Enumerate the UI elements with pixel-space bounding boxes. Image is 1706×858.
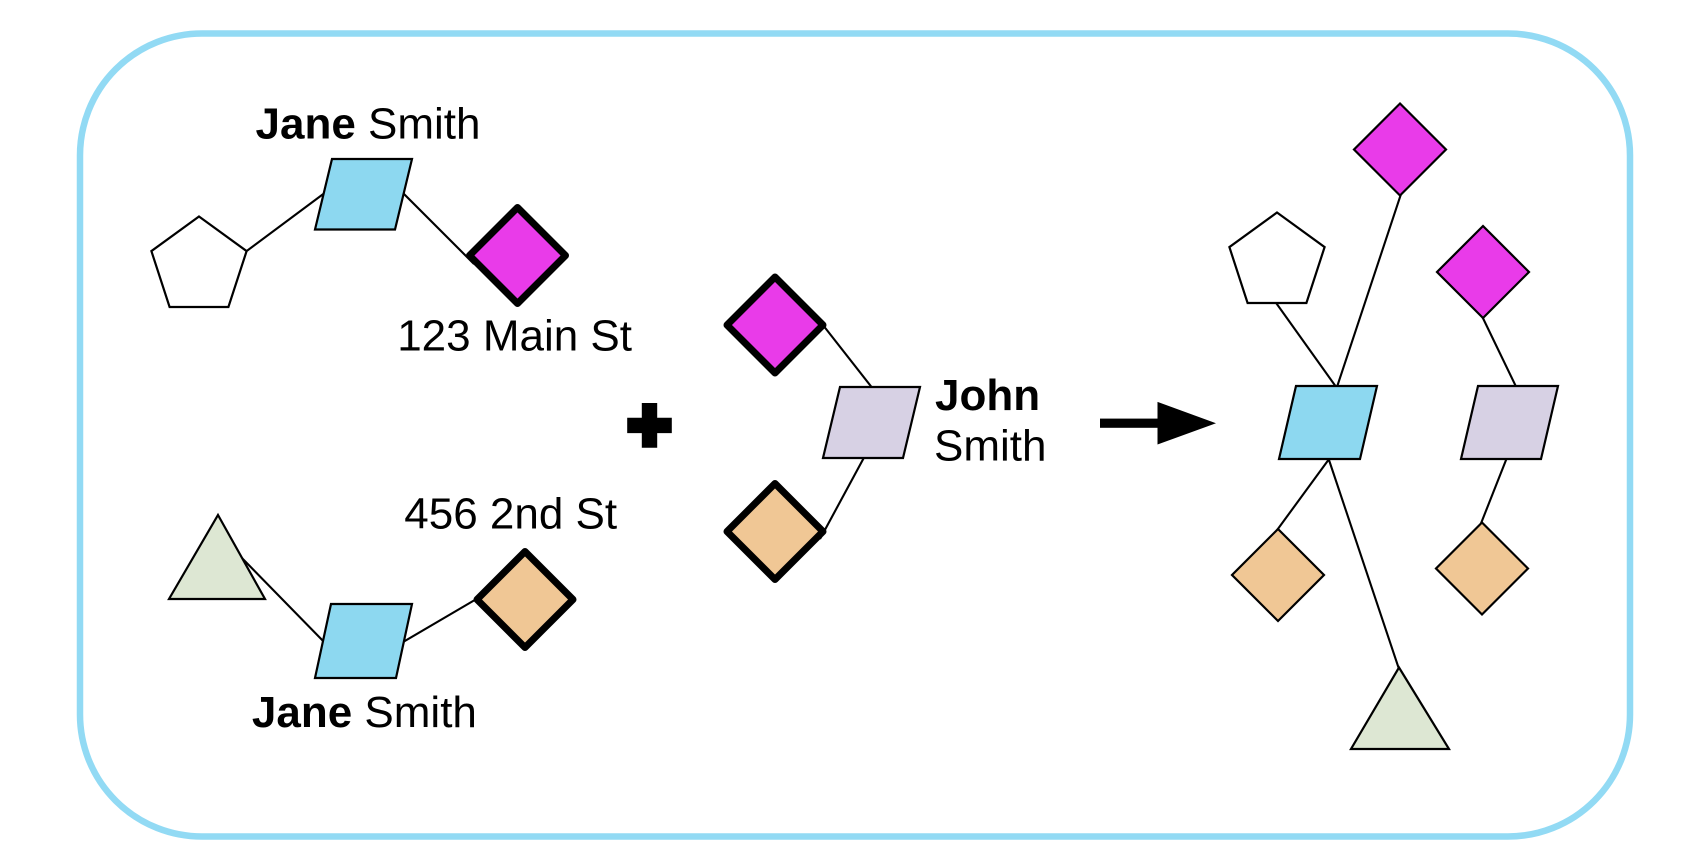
svg-text:Jane Smith: Jane Smith	[252, 688, 477, 737]
svg-text:Jane Smith: Jane Smith	[256, 100, 481, 149]
svg-text:456 2nd St: 456 2nd St	[404, 490, 617, 539]
svg-text:John: John	[935, 371, 1040, 420]
svg-text:123 Main St: 123 Main St	[397, 311, 632, 360]
svg-text:Smith: Smith	[934, 421, 1046, 470]
